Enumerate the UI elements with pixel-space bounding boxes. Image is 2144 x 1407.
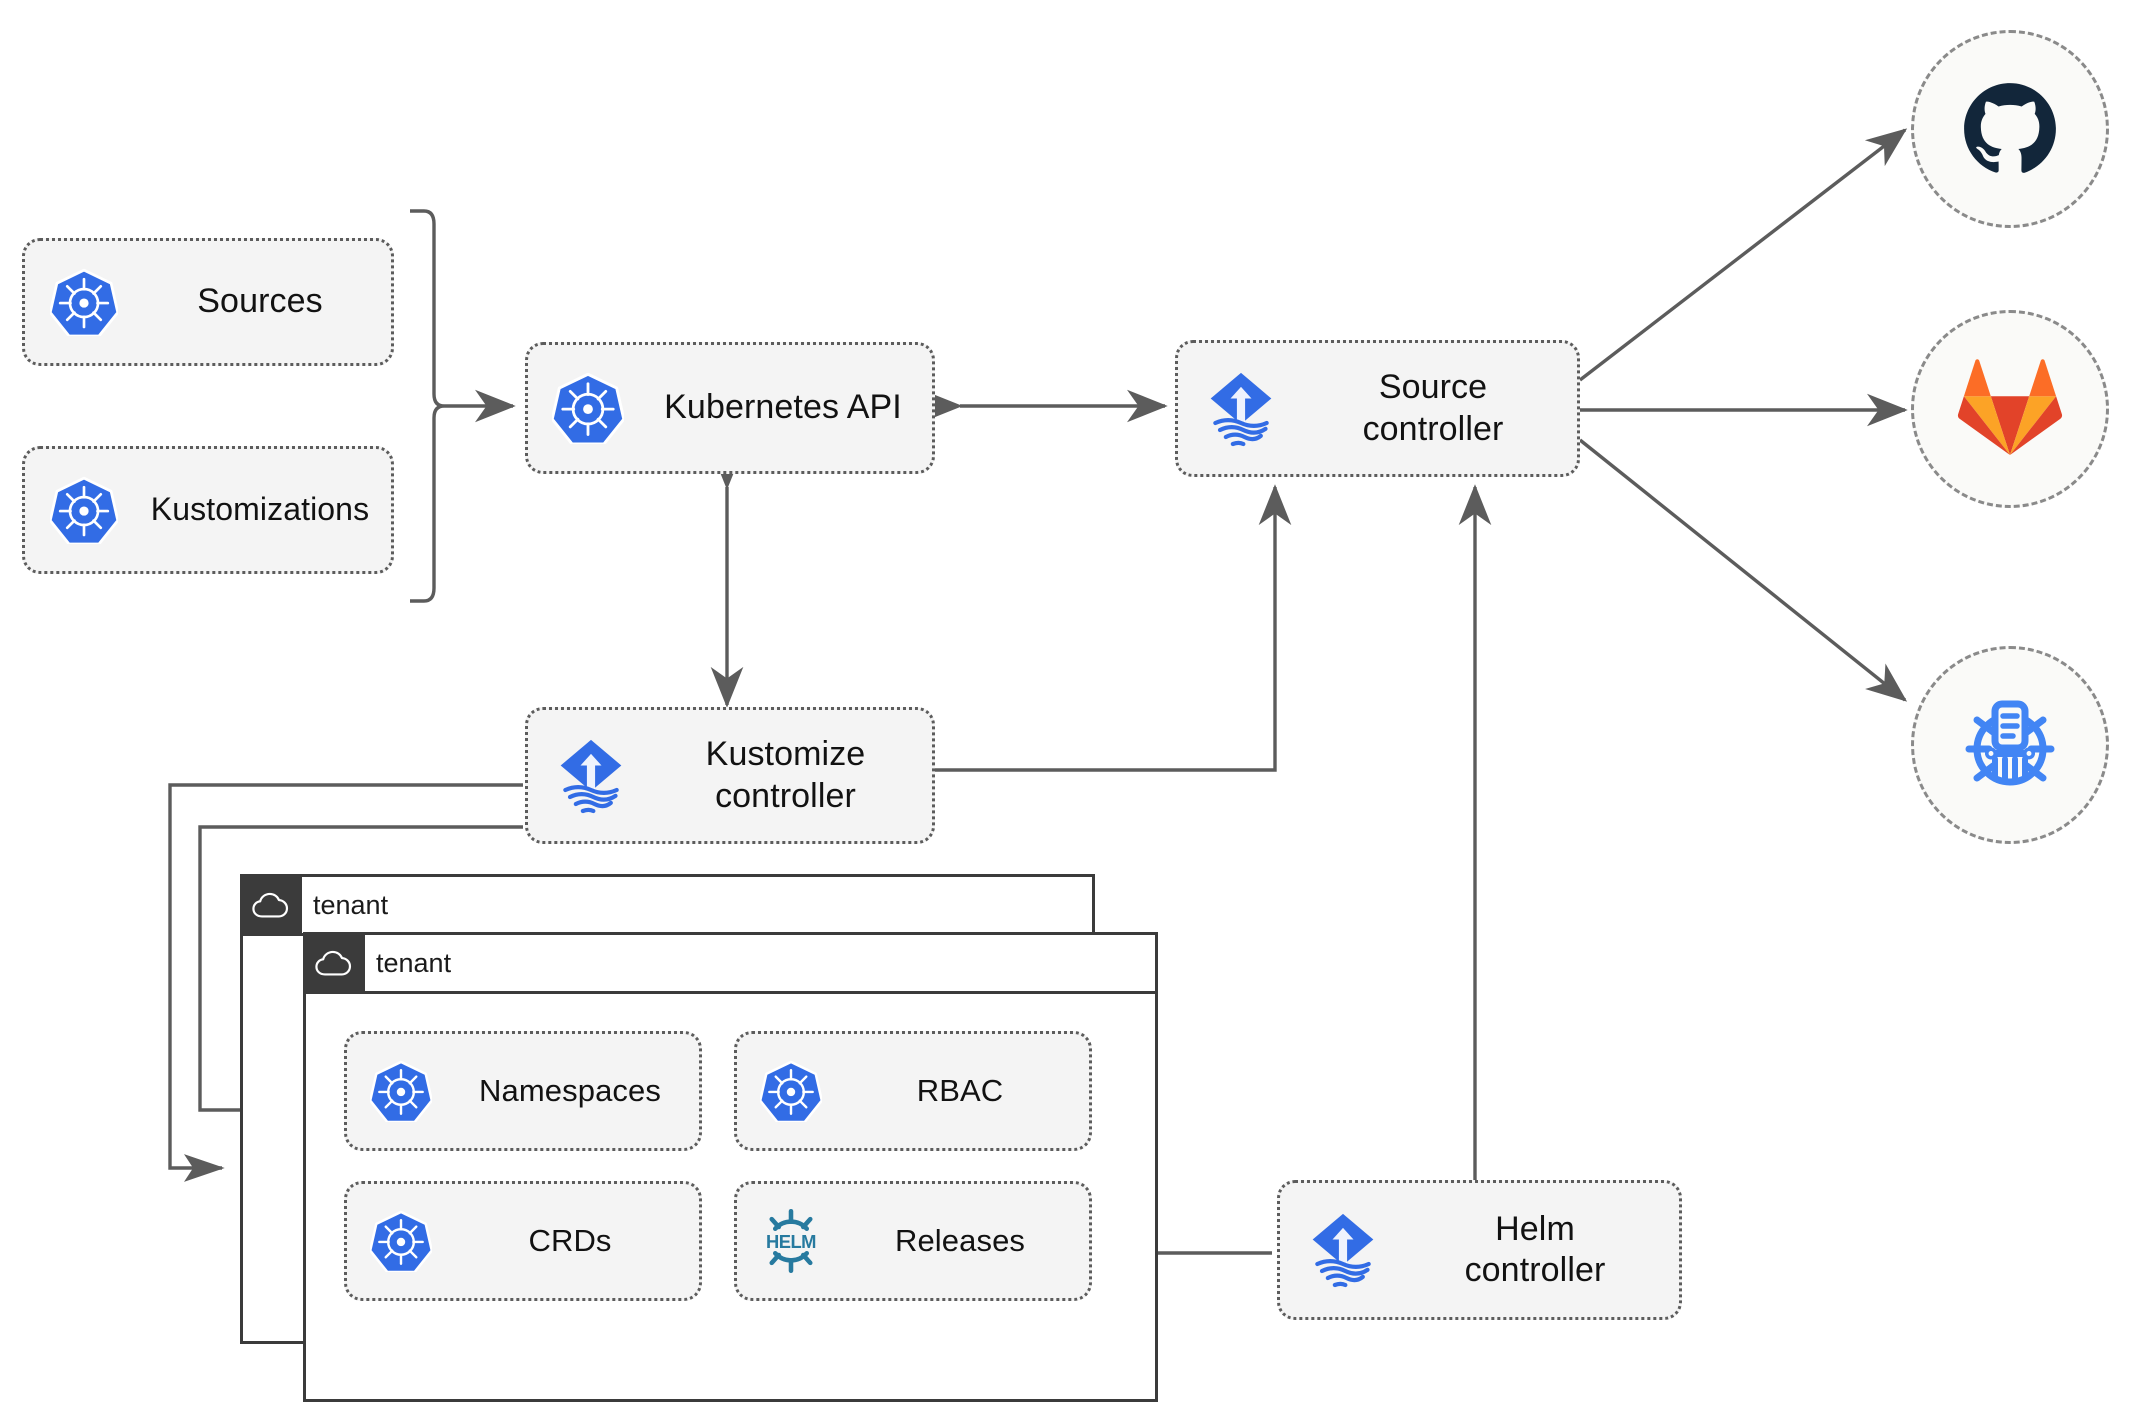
node-kubernetes-api[interactable]: Kubernetes API (525, 342, 935, 474)
tenant-resource-rbac[interactable]: RBAC (734, 1031, 1092, 1151)
flux-icon (528, 734, 653, 818)
flux-icon (1280, 1208, 1405, 1292)
repo-gitlab[interactable] (1911, 310, 2109, 508)
tenant-resource-releases[interactable]: HELM Releases (734, 1181, 1092, 1301)
tenant-resource-label: Namespaces (479, 1073, 661, 1109)
node-kustomize-controller[interactable]: Kustomize controller (525, 707, 935, 844)
tenant-panel-front[interactable]: tenant Namespaces (303, 932, 1158, 1402)
resource-label: Kustomizations (150, 491, 370, 528)
helm-repository-icon (1965, 700, 2055, 786)
tenant-label: tenant (313, 889, 389, 920)
kubernetes-icon (25, 268, 143, 336)
tenant-label: tenant (376, 947, 452, 978)
repo-helm-repository[interactable] (1911, 646, 2109, 844)
kubernetes-icon (737, 1060, 845, 1122)
node-label: Kubernetes API (664, 388, 902, 427)
kubernetes-icon (347, 1060, 455, 1122)
cloud-icon (240, 874, 302, 936)
node-helm-controller[interactable]: Helm controller (1277, 1180, 1682, 1320)
resource-label: Sources (197, 282, 323, 321)
github-icon (1964, 83, 2056, 173)
helm-icon: HELM (737, 1206, 845, 1276)
tenant-resource-label: Releases (894, 1223, 1026, 1259)
tenant-resource-namespaces[interactable]: Namespaces (344, 1031, 702, 1151)
node-label: Source controller (1362, 368, 1504, 448)
repo-github[interactable] (1911, 30, 2109, 228)
node-label: Helm controller (1464, 1209, 1606, 1289)
tenant-resource-label: RBAC (916, 1073, 1004, 1109)
node-label: Kustomize controller (705, 735, 866, 815)
kubernetes-icon (528, 372, 648, 444)
kubernetes-icon (25, 476, 143, 544)
svg-text:HELM: HELM (766, 1231, 816, 1252)
tenant-resource-label: CRDs (528, 1223, 612, 1259)
resource-box-sources[interactable]: Sources (22, 238, 394, 366)
flux-icon (1178, 367, 1303, 451)
node-source-controller[interactable]: Source controller (1175, 340, 1580, 477)
tenant-resource-crds[interactable]: CRDs (344, 1181, 702, 1301)
resource-box-kustomizations[interactable]: Kustomizations (22, 446, 394, 574)
kubernetes-icon (347, 1210, 455, 1272)
gitlab-icon (1957, 359, 2063, 455)
cloud-icon (303, 932, 365, 994)
